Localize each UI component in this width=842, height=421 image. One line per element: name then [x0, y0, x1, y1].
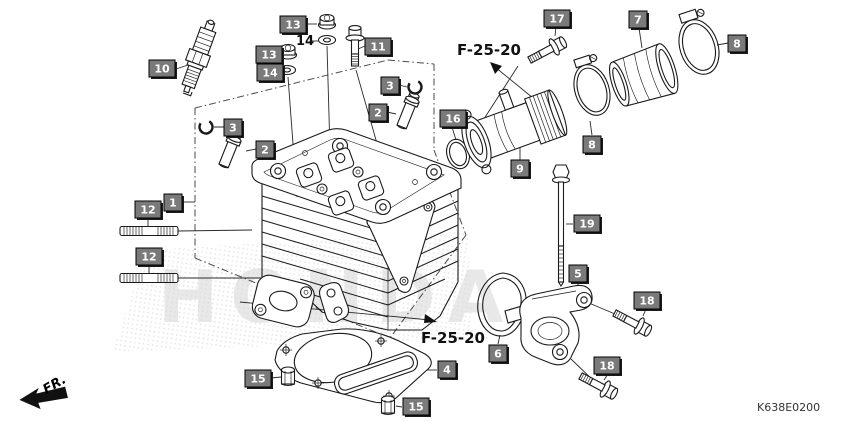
svg-text:19: 19 — [579, 218, 594, 231]
svg-text:8: 8 — [733, 38, 741, 51]
svg-text:13: 13 — [285, 19, 300, 32]
svg-text:3: 3 — [386, 80, 394, 93]
callout-13-nut-upper: 13 — [279, 15, 308, 35]
callout-3-clip-left: 3 — [223, 118, 244, 138]
rubber-boot — [608, 43, 679, 107]
ref-label-bottom: F-25-20 — [421, 329, 485, 347]
callout-13-nut-left: 13 — [255, 45, 284, 65]
callouts: 10 13 13 14 11 3 2 3 2 1 12 12 16 9 8 8 … — [134, 9, 748, 417]
stud-12-lower — [119, 272, 179, 284]
side-cover — [504, 284, 593, 366]
callout-11-bolt: 11 — [364, 37, 393, 57]
washer-14-upper — [317, 34, 337, 46]
callout-15-dowel-bottom: 15 — [402, 397, 431, 417]
callout-15-dowel-left: 15 — [244, 369, 273, 389]
svg-text:18: 18 — [639, 295, 654, 308]
svg-text:6: 6 — [494, 348, 502, 361]
svg-text:2: 2 — [374, 107, 382, 120]
flange-bolt-11 — [345, 25, 365, 67]
leader-lines — [147, 23, 729, 408]
callout-7-boot: 7 — [628, 10, 649, 30]
callout-1-cylinder-head: 1 — [163, 193, 184, 213]
dowel-pin-left — [280, 366, 296, 387]
svg-text:17: 17 — [549, 13, 564, 26]
callout-3-clip-right: 3 — [380, 76, 401, 96]
stud-12-upper — [119, 225, 179, 237]
rocker-towers — [295, 147, 385, 216]
svg-text:5: 5 — [574, 268, 582, 281]
callout-2-guide-right: 2 — [368, 103, 389, 123]
front-direction-arrow: FR. — [19, 372, 69, 410]
svg-text:16: 16 — [445, 113, 461, 126]
svg-text:15: 15 — [408, 401, 423, 414]
band-clamp-mid — [573, 54, 611, 116]
callout-8-clamp-right: 8 — [727, 34, 748, 54]
flange-bolt-17 — [524, 32, 570, 69]
callout-6-gasket: 6 — [488, 344, 509, 364]
svg-text:2: 2 — [261, 144, 269, 157]
svg-text:3: 3 — [229, 122, 237, 135]
callout-12-stud-lower: 12 — [135, 247, 164, 267]
dowel-pin-bottom — [380, 395, 396, 416]
callout-8-clamp-mid: 8 — [582, 135, 603, 155]
cover-gasket — [477, 272, 527, 337]
svg-text:9: 9 — [516, 163, 524, 176]
long-bolt-19 — [551, 164, 571, 288]
callout-9-intake-pipe: 9 — [510, 159, 531, 179]
ref-arrow-top — [490, 62, 534, 99]
svg-text:10: 10 — [154, 63, 170, 76]
svg-text:12: 12 — [140, 204, 155, 217]
valve-guide-clip-right — [407, 79, 423, 95]
mount-bracket — [319, 282, 350, 323]
exhaust-flange — [251, 274, 315, 328]
valve-guide-clip-left — [198, 119, 214, 135]
cooling-fins-front — [261, 195, 389, 318]
plain-label-14: 14 — [296, 34, 314, 49]
callout-2-guide-left: 2 — [255, 140, 276, 160]
band-clamp-right — [678, 8, 720, 75]
intake-pipe — [461, 88, 568, 175]
svg-text:13: 13 — [261, 49, 276, 62]
svg-text:11: 11 — [370, 41, 385, 54]
svg-text:7: 7 — [634, 14, 642, 27]
nut-13-upper — [317, 13, 337, 30]
svg-text:4: 4 — [443, 364, 451, 377]
diagram-code: K638E0200 — [757, 401, 820, 414]
svg-text:8: 8 — [588, 139, 596, 152]
valve-guide-right — [396, 91, 420, 130]
callout-17-bolt: 17 — [543, 9, 572, 29]
svg-text:1: 1 — [169, 197, 177, 210]
callout-18-bolt-a: 18 — [633, 291, 662, 311]
callout-16-o-ring: 16 — [439, 109, 468, 129]
callout-18-bolt-b: 18 — [593, 356, 622, 376]
callout-12-stud-upper: 12 — [134, 200, 163, 220]
svg-text:18: 18 — [599, 360, 614, 373]
svg-text:12: 12 — [141, 251, 156, 264]
svg-text:14: 14 — [262, 67, 278, 80]
callout-19-long-bolt: 19 — [573, 214, 602, 234]
spark-plug — [181, 19, 217, 97]
callout-5-cover: 5 — [568, 264, 589, 284]
callout-10-spark-plug: 10 — [148, 59, 177, 79]
cylinder-head — [251, 128, 462, 331]
ref-label-top: F-25-20 — [457, 41, 521, 59]
callout-14-washer-left: 14 — [256, 63, 285, 83]
head-gasket — [274, 328, 432, 404]
svg-text:15: 15 — [250, 373, 265, 386]
callout-4-head-gasket: 4 — [437, 360, 458, 380]
